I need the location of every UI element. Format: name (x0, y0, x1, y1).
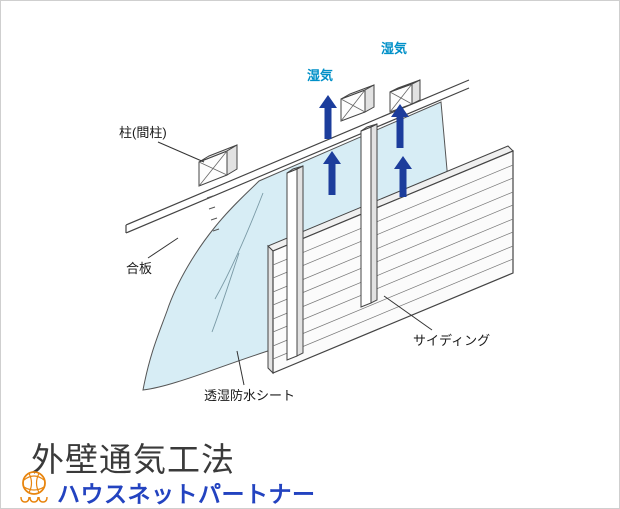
plywood-leader-line (147, 237, 179, 259)
moisture-arrow-1 (319, 95, 337, 139)
siding-front-face (272, 150, 514, 374)
leader-lines (147, 141, 433, 386)
pillar-label: 柱(間柱) (119, 125, 167, 140)
brand-logo-icon (20, 471, 48, 503)
sheet-fold-line-2 (211, 252, 240, 333)
wall-ventilation-diagram: 柱(間柱) 合板 透湿防水シート サイディング 湿気 湿気 (119, 41, 514, 403)
diagram-title: 外壁通気工法 (31, 443, 235, 479)
siding-left-face (267, 244, 274, 375)
brand-name: ハウスネットパートナー (57, 481, 316, 507)
siding-panel (267, 145, 514, 375)
moisture-label-2: 湿気 (381, 41, 407, 56)
stud-box-3 (389, 79, 421, 113)
furring-strip-2 (360, 123, 378, 308)
stud-box-2 (340, 84, 375, 122)
moisture-label-1: 湿気 (307, 68, 333, 83)
furring-strip-1 (286, 165, 304, 361)
siding-board-lines (272, 164, 514, 360)
moisture-arrow-2 (323, 151, 341, 195)
moisture-arrow-3 (391, 104, 409, 148)
siding-label: サイディング (413, 333, 490, 348)
sheet-label: 透湿防水シート (204, 388, 295, 403)
sheet-fold-line (214, 192, 264, 300)
moisture-arrow-4 (394, 156, 412, 197)
sheet-leader-line (236, 350, 245, 386)
plywood-label: 合板 (126, 261, 152, 276)
pillar-leader-line (157, 141, 205, 163)
nail-marks (206, 195, 220, 232)
stud-box-1 (198, 144, 238, 187)
siding-leader-line (383, 295, 433, 331)
moisture-arrows (319, 95, 412, 197)
